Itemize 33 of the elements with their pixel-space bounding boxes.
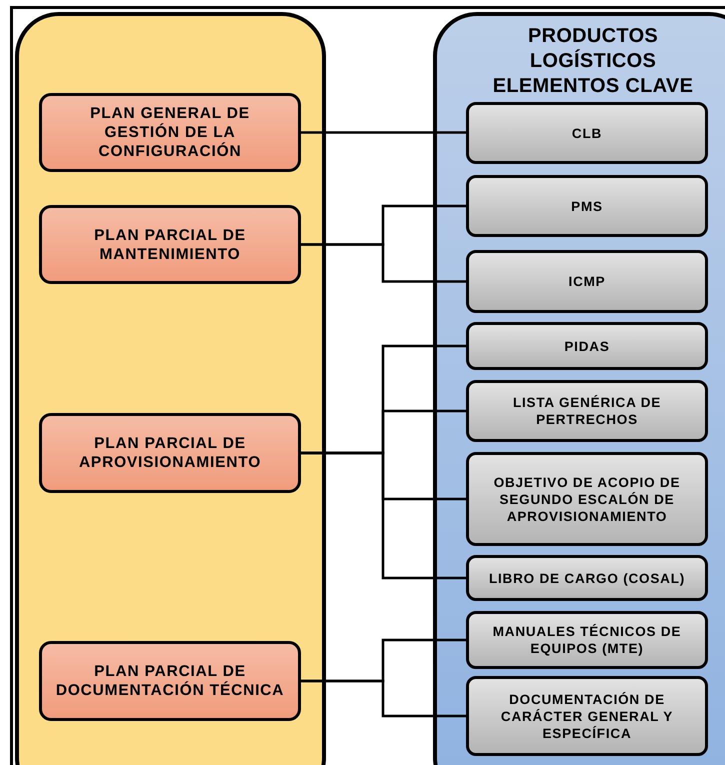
- box-label: PIDAS: [564, 338, 610, 354]
- column-heading: PRODUCTOS LOGÍSTICOS ELEMENTOS CLAVE: [492, 24, 694, 99]
- box-label: PLAN PARCIAL DE APROVISIONAMIENTO: [78, 434, 262, 472]
- product-box: [466, 322, 708, 370]
- connector-line: [301, 243, 466, 283]
- box-label: CLB: [572, 124, 602, 142]
- box-label: MANUALES TÉCNICOS DE EQUIPOS (MTE): [492, 623, 682, 657]
- product-box: [466, 102, 708, 164]
- box-label: LIBRO DE CARGO (COSAL): [488, 570, 686, 586]
- product-box: [466, 380, 708, 442]
- box-label: PLAN PARCIAL DE DOCUMENTACIÓN TÉCNICA: [54, 662, 286, 700]
- box-label: OBJETIVO DE ACOPIO DE SEGUNDO ESCALÓN DE APROVISIONAMIENTO: [492, 474, 682, 524]
- box-label: DOCUMENTACIÓN DE CARÁCTER GENERAL Y ESPECÍFICA: [500, 690, 674, 742]
- product-box: [466, 452, 708, 546]
- product-box: [466, 175, 708, 237]
- connector-line: [301, 452, 466, 580]
- connector-line: [301, 131, 466, 134]
- box-label: PLAN PARCIAL DE MANTENIMIENTO: [93, 226, 247, 264]
- product-box: [466, 555, 708, 601]
- box-label: LISTA GENÉRICA DE PERTRECHOS: [512, 394, 662, 428]
- connector-line: [301, 680, 466, 718]
- product-box: [466, 250, 708, 313]
- plan-box: [39, 413, 301, 493]
- plan-box: [39, 641, 301, 721]
- product-box: [466, 611, 708, 669]
- panel-background: [15, 12, 326, 765]
- box-label: PMS: [571, 198, 603, 214]
- panel-background: [433, 12, 725, 765]
- box-label: ICMP: [568, 273, 606, 290]
- product-box: [466, 676, 708, 756]
- plan-box: [39, 93, 301, 172]
- plan-box: [39, 205, 301, 284]
- box-label: PLAN GENERAL DE GESTIÓN DE LA CONFIGURACIÓN: [89, 104, 251, 161]
